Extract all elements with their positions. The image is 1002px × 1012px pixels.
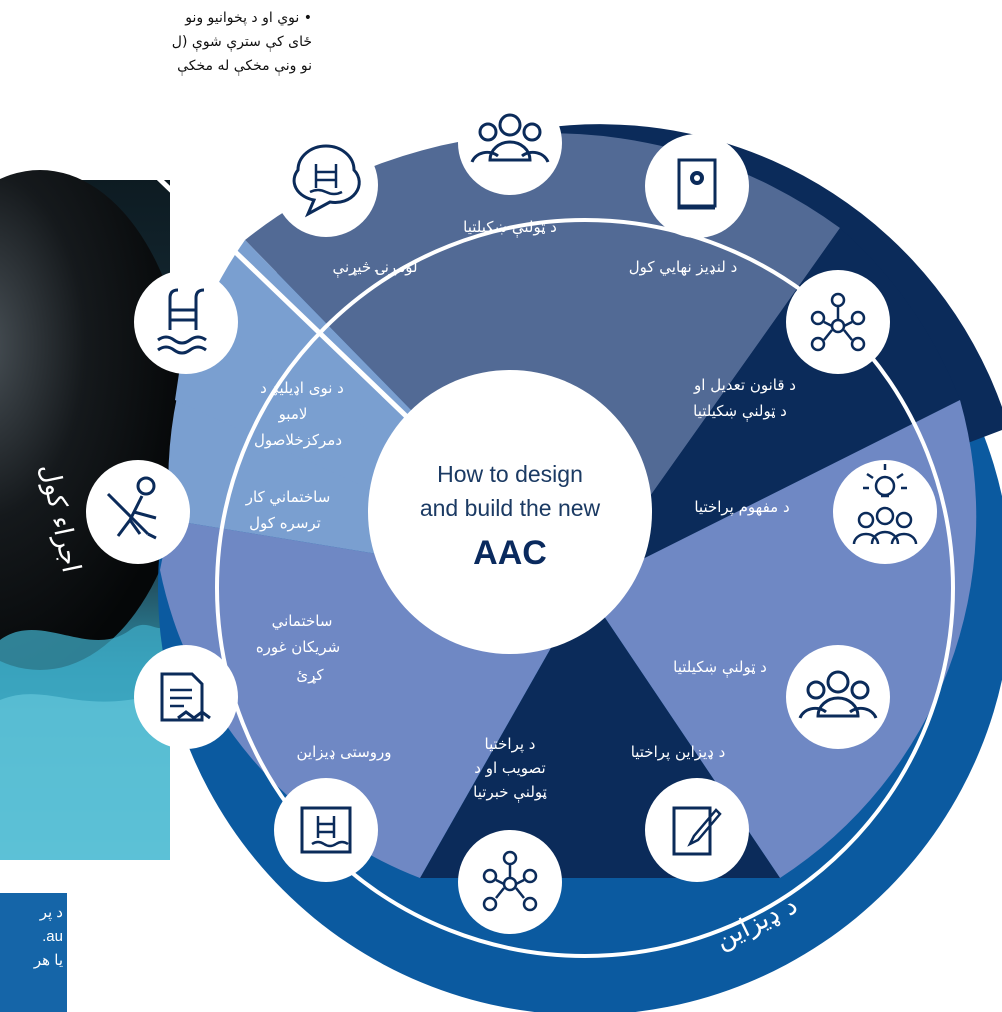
intro-text: • نوي او د پخوانيو ونو ځای کې سترې شوې (…: [2, 6, 312, 78]
hub-line-1: How to design: [437, 461, 583, 487]
center-hub: [368, 370, 652, 654]
intro-line: نو ونې مخکې له مخکې: [177, 58, 312, 74]
label-initial-research: لومړنۍ څيړنې: [332, 258, 417, 278]
label-partners-2: شريکان غوره: [256, 638, 340, 656]
pool-plan-icon: [274, 778, 378, 882]
speech-bubble-pool-icon: [274, 133, 378, 237]
label-law-change-1: د قانون تعديل او: [693, 376, 796, 394]
icon-nodes: [86, 91, 937, 934]
blueprint-pencil-icon: [645, 778, 749, 882]
label-concept: د مفهوم پراختيا: [694, 498, 789, 517]
label-approval-3: ټولنې خبرتيا: [473, 783, 547, 803]
label-approval-2: تصويب او د: [474, 759, 545, 777]
label-partners-3: کړئ: [296, 666, 324, 684]
intro-line: ځای کې سترې شوې (ل: [171, 34, 312, 50]
label-open-1: د نوی اډيليډ د: [260, 379, 344, 397]
network-people-bottom-icon: [458, 830, 562, 934]
pool-ladder-icon: [134, 270, 238, 374]
contract-handshake-icon: [134, 645, 238, 749]
book-gear-icon: [645, 134, 749, 238]
lightbulb-team-icon: [833, 460, 937, 564]
hub-line-3: AAC: [473, 534, 547, 572]
contact-box: د پر .au يا هر: [0, 893, 67, 1012]
contact-line: .au: [42, 928, 63, 945]
network-people-icon: [786, 270, 890, 374]
label-open-2: لامبو: [278, 405, 308, 423]
label-stakeholder-top: د ټولنې ښکيلتيا: [463, 218, 557, 238]
inner-ring-line: [215, 218, 955, 958]
label-approval-1: د پراختيا: [485, 735, 536, 754]
label-design-dev: د ډيزاين پراختيا: [631, 743, 726, 762]
hub-line-2: and build the new: [420, 495, 601, 521]
community-group-icon: [786, 645, 890, 749]
phase-planning: پلان کول: [602, 46, 701, 98]
label-final-plan: د لنډيز نهايي کول: [629, 258, 738, 277]
contact-line: د پر: [39, 904, 63, 921]
people-group-icon: [458, 91, 562, 195]
contact-line: يا هر: [33, 952, 63, 969]
intro-line: • نوي او د پخوانيو ونو: [185, 10, 312, 26]
label-final-design: وروستی ډيزاين: [297, 743, 392, 761]
segment-research: [245, 133, 840, 588]
label-community: د ټولنې ښکيلتيا: [673, 658, 767, 678]
label-partners-1: ساختماني: [272, 612, 333, 631]
label-construction-1: ساختماني کار: [245, 488, 331, 507]
label-construction-2: ترسره کول: [249, 514, 321, 532]
construction-worker-icon: [86, 460, 190, 564]
label-law-change-2: د ټولنې ښکيلتيا: [693, 402, 787, 422]
label-open-3: دمرکزخلاصول: [254, 431, 342, 449]
